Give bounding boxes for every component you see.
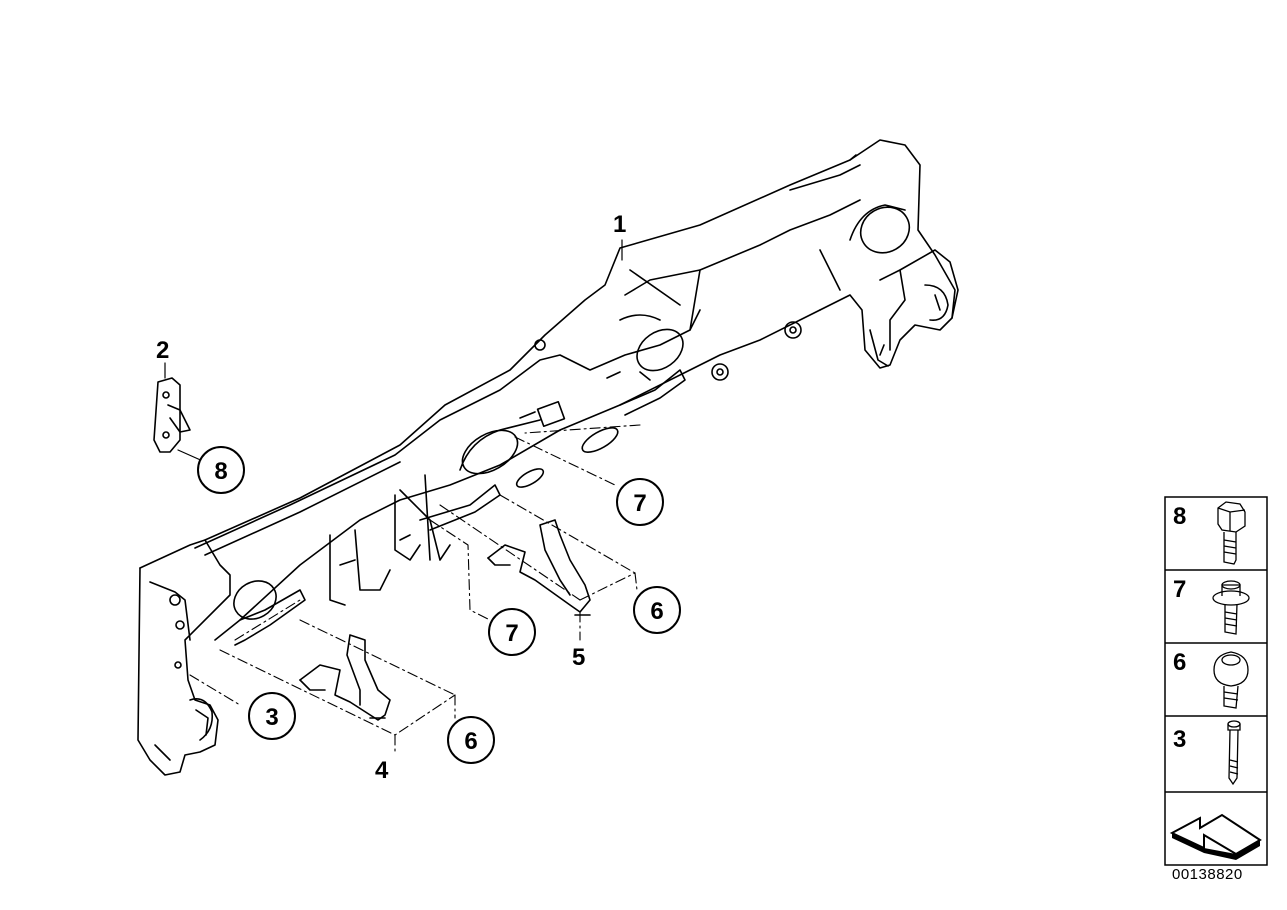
- callout-7-lower: 7: [488, 608, 536, 656]
- svg-text:3: 3: [265, 704, 278, 731]
- arrow-icon: [1169, 813, 1262, 860]
- svg-text:3: 3: [1173, 726, 1186, 753]
- svg-text:6: 6: [1173, 649, 1186, 676]
- svg-text:1: 1: [613, 211, 626, 238]
- reference-code: 00138820: [1172, 866, 1243, 883]
- callout-5: 5: [572, 644, 585, 671]
- callout-3: 3: [248, 692, 296, 740]
- svg-text:6: 6: [650, 598, 663, 625]
- callout-6-lower: 6: [447, 716, 495, 764]
- assembly-lines: [189, 424, 641, 756]
- long-bolt-icon: [1227, 720, 1241, 786]
- callout-7-upper: 7: [616, 478, 664, 526]
- svg-text:4: 4: [375, 757, 389, 784]
- collar-bolt-icon: [1212, 580, 1250, 635]
- svg-text:7: 7: [1173, 576, 1186, 603]
- legend-item-8: 8: [1173, 501, 1246, 565]
- support-bracket-right: [487, 519, 591, 616]
- svg-text:8: 8: [1173, 503, 1186, 530]
- svg-text:2: 2: [156, 337, 169, 364]
- crossmember-part: [137, 139, 959, 776]
- callout-8: 8: [197, 446, 245, 494]
- hex-bolt-icon: [1217, 501, 1246, 565]
- callout-6-upper: 6: [633, 586, 681, 634]
- callout-4: 4: [375, 757, 389, 784]
- svg-text:6: 6: [464, 728, 477, 755]
- callout-1: 1: [613, 211, 626, 238]
- support-bracket-left: [299, 634, 391, 721]
- legend-item-6: 6: [1173, 649, 1249, 709]
- svg-text:7: 7: [505, 620, 518, 647]
- svg-text:7: 7: [633, 490, 646, 517]
- svg-text:8: 8: [214, 458, 227, 485]
- parts-legend: 8 7 6: [1164, 496, 1268, 866]
- small-bracket-part: [153, 377, 191, 453]
- legend-item-3: 3: [1173, 720, 1241, 786]
- callout-2: 2: [156, 337, 169, 364]
- svg-text:5: 5: [572, 644, 585, 671]
- flange-screw-icon: [1213, 651, 1249, 709]
- legend-item-7: 7: [1173, 576, 1250, 635]
